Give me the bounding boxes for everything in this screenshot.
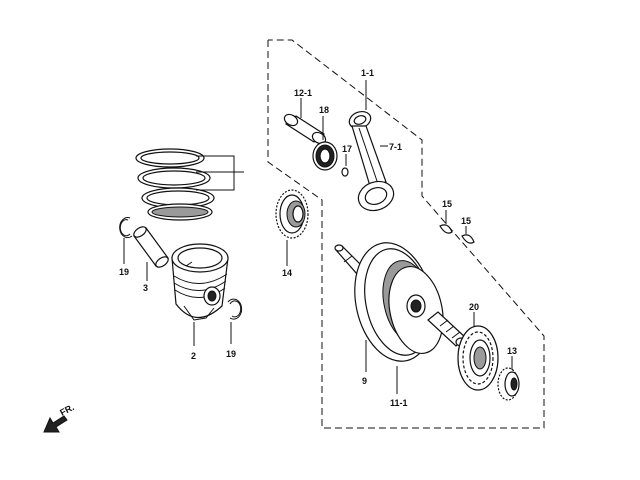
piston-pin-bushing — [283, 113, 327, 145]
label-radial-bearing: 20 — [469, 302, 479, 312]
label-piston-clip-left: 19 — [119, 267, 129, 277]
piston-clip-left — [119, 217, 133, 239]
crankshaft — [334, 242, 467, 362]
assembly-boundary — [267, 39, 545, 429]
label-connecting-rod: 7-1 — [389, 142, 402, 152]
label-crank-right: 11-1 — [390, 398, 408, 408]
label-rod-pin: 17 — [342, 144, 352, 154]
label-crankshaft-assy: 1-1 — [361, 68, 374, 78]
label-front-indicator: FR. — [58, 402, 75, 418]
label-needle-bearing: 18 — [319, 105, 329, 115]
radial-bearing — [457, 325, 499, 391]
label-woodruff-key-right: 15 — [461, 216, 471, 226]
connecting-rod — [348, 110, 395, 212]
woodruff-key-right — [461, 234, 475, 244]
label-crank-left: 9 — [362, 376, 367, 386]
front-arrow-icon — [43, 415, 68, 433]
label-cam-chain-sprocket: 14 — [282, 268, 292, 278]
piston — [171, 243, 229, 321]
woodruff-key-left — [439, 224, 453, 234]
label-timing-gear: 13 — [507, 346, 517, 356]
timing-gear — [497, 367, 520, 401]
cam-chain-sprocket — [275, 189, 309, 239]
piston-pin — [133, 226, 169, 268]
piston-clip-right — [227, 298, 243, 320]
label-woodruff-key-left: 15 — [442, 199, 452, 209]
piston-rings — [135, 148, 244, 221]
label-piston-pin-bushing: 12-1 — [294, 88, 312, 98]
label-piston-pin: 3 — [143, 283, 148, 293]
label-piston: 2 — [191, 351, 196, 361]
rod-pin — [341, 167, 349, 177]
needle-bearing — [312, 141, 338, 171]
label-piston-clip-right: 19 — [226, 349, 236, 359]
